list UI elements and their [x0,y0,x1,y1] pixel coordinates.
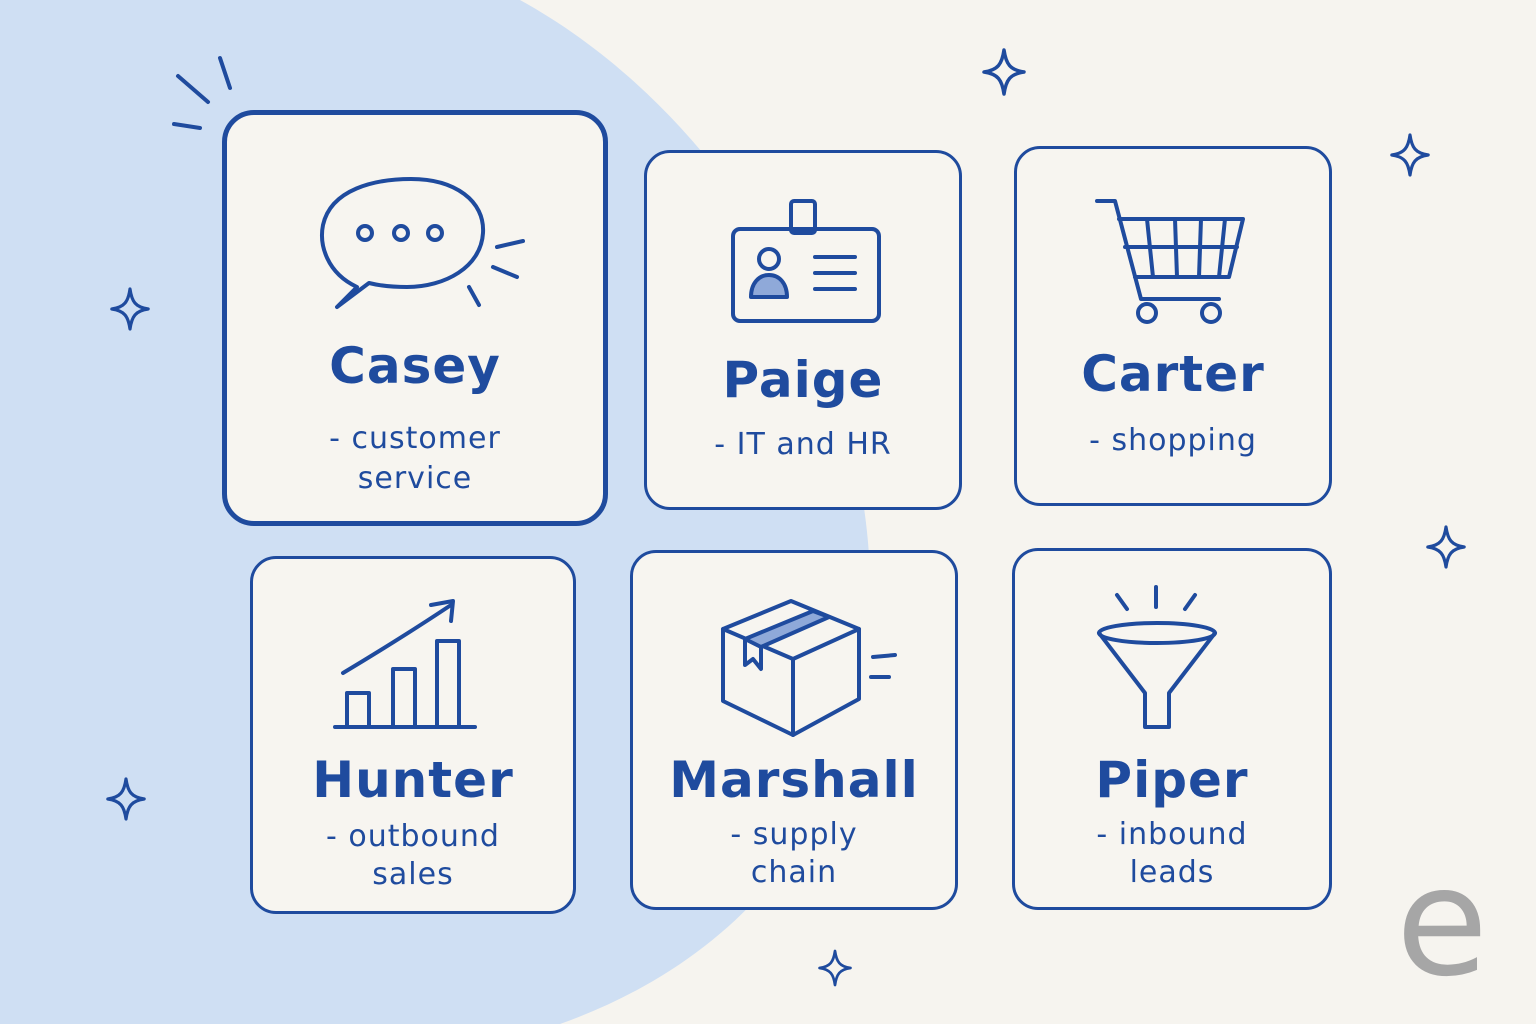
agent-name: Carter [1081,345,1265,403]
growth-chart-icon [333,599,477,729]
agent-name: Hunter [312,751,514,809]
agent-role-line: chain [750,855,838,890]
agent-role-line: - outbound [326,819,500,854]
agent-name: Marshall [669,751,919,809]
agent-role-line: leads [1129,855,1215,890]
agent-role-line: - customer [329,421,501,456]
agent-card-carter[interactable]: Carter - shopping [1014,146,1332,506]
agent-card-marshall[interactable]: Marshall - supply chain [630,550,958,910]
agent-card-casey[interactable]: Casey - customer service [222,110,608,526]
agent-role-line: - shopping [1089,423,1257,458]
sparkle-icon [1426,525,1466,569]
highlight-lines-icon [172,56,232,130]
brand-logo: e [1395,836,1489,1010]
sparkle-icon [818,949,852,987]
agent-name: Casey [329,337,501,395]
sparkle-icon [110,287,150,331]
agent-card-hunter[interactable]: Hunter - outbound sales [250,556,576,914]
agent-role-line: sales [372,857,454,892]
sparkle-icon [1390,133,1430,177]
sparkle-icon [982,48,1026,96]
speech-bubble-icon [320,177,525,309]
agent-name: Paige [722,351,884,409]
sparkle-icon [106,777,146,821]
agent-role-line: - supply [730,817,858,852]
agent-name: Piper [1095,751,1249,809]
id-badge-icon [731,199,881,323]
shopping-cart-icon [1095,199,1245,324]
funnel-icon [1097,585,1217,729]
package-box-icon [721,599,897,737]
agent-card-piper[interactable]: Piper - inbound leads [1012,548,1332,910]
agent-role-line: service [357,461,473,496]
agent-card-paige[interactable]: Paige - IT and HR [644,150,962,510]
agent-role-line: - IT and HR [714,427,892,462]
agent-role-line: - inbound [1096,817,1248,852]
